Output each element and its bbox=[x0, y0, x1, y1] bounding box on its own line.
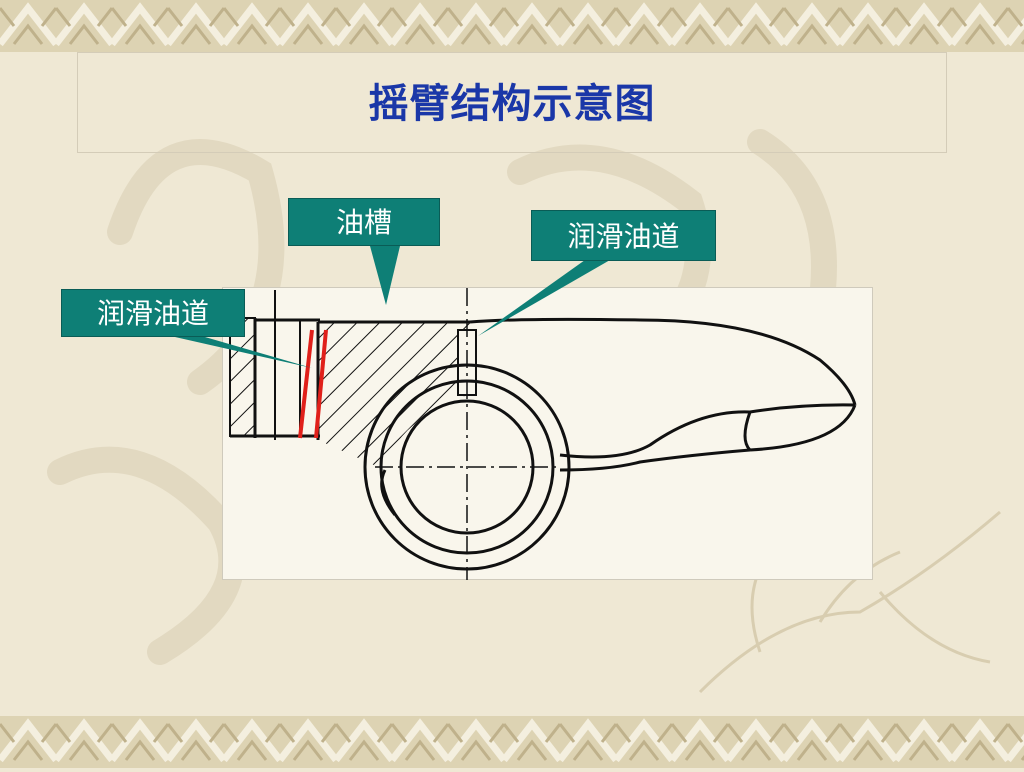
callout-pointer-passage-right bbox=[478, 260, 610, 336]
highlighted-oil-passage bbox=[298, 329, 328, 439]
bottom-decorative-border bbox=[0, 716, 1024, 768]
top-decorative-border bbox=[0, 0, 1024, 52]
top-meander-pattern bbox=[0, 0, 1024, 52]
vertical-oil-passage bbox=[457, 288, 477, 580]
title-box: 摇臂结构示意图 bbox=[77, 52, 947, 153]
callout-pointer-passage-left bbox=[175, 337, 312, 368]
callout-lube-passage-left: 润滑油道 bbox=[61, 289, 245, 337]
rocker-arm-outline bbox=[380, 317, 857, 516]
callout-lube-passage-right: 润滑油道 bbox=[531, 210, 716, 261]
bottom-meander-pattern bbox=[0, 716, 1024, 768]
callout-pointer-oil-groove bbox=[370, 246, 400, 305]
callout-oil-groove: 油槽 bbox=[288, 198, 440, 246]
page-title: 摇臂结构示意图 bbox=[368, 81, 656, 127]
left-end-section bbox=[229, 290, 320, 440]
